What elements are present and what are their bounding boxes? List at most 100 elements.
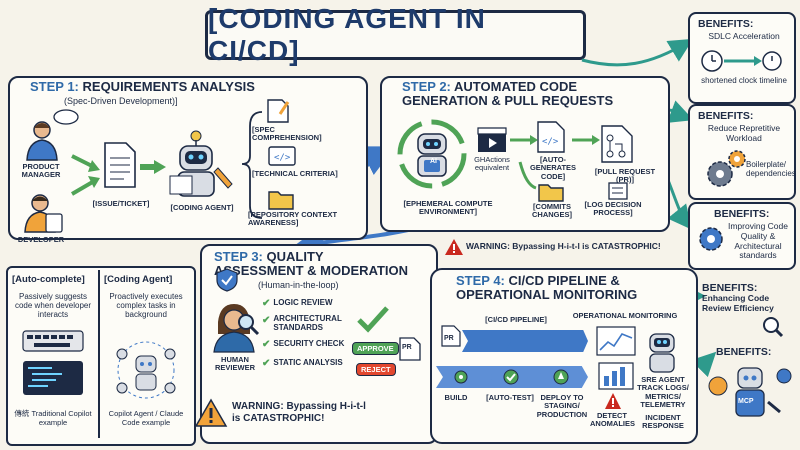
check-label: LOGIC REVIEW <box>273 298 333 307</box>
log-decision-label: [LOG DECISION PROCESS] <box>584 200 642 218</box>
svg-text:</>: </> <box>274 153 291 163</box>
check-list: ✔ LOGIC REVIEW ✔ ARCHITECTURAL STANDARDS… <box>262 298 362 369</box>
step3-subtitle: (Human-in-the-loop) <box>258 280 339 290</box>
gh-actions-label: GHActions equivalent <box>474 155 510 173</box>
ephemeral-compute-icon <box>397 119 467 189</box>
big-warning-icon <box>194 398 228 427</box>
issue-to-agent-arrow <box>140 160 166 174</box>
step3-number: STEP 3: <box>214 249 263 264</box>
svg-text:PR: PR <box>444 335 454 342</box>
coding-agent-compare-footer: Copilot Agent / Claude Code example <box>108 409 184 427</box>
check-item: ✔ LOGIC REVIEW <box>262 298 362 309</box>
step1-subtitle: (Spec-Driven Development)] <box>64 96 178 106</box>
warning-top-text: WARNING: Bypassing H-i-t-l is CATASTROPH… <box>466 241 661 251</box>
product-manager-label: PRODUCT MANAGER <box>21 162 61 180</box>
spec-comprehension-label: [SPEC COMPREHENSION] <box>252 125 322 143</box>
repository-folder-icon <box>268 191 294 210</box>
check-label: ARCHITECTURAL STANDARDS <box>273 314 342 332</box>
benefit-card-quality: BENEFITS: Improving Code Quality & Archi… <box>688 202 796 270</box>
checkmark-icon: ✔ <box>262 315 271 326</box>
svg-text:</>: </> <box>542 137 559 147</box>
warning-prefix: WARNING: Bypassing H-i-t-l <box>232 401 366 412</box>
build-gear-icon <box>454 370 468 384</box>
pull-request-document-icon <box>601 125 633 163</box>
code-screen-icon: </> <box>268 146 296 166</box>
deploy-label: DEPLOY TO STAGING/ PRODUCTION <box>536 393 588 419</box>
ai-badge: AI <box>430 158 437 165</box>
code-editor-icon <box>23 361 83 395</box>
developer-icon <box>24 194 63 233</box>
benefit-title: BENEFITS: <box>698 18 754 30</box>
pipeline-chevron <box>505 330 555 352</box>
commits-changes-label: [COMMITS CHANGES] <box>531 202 572 220</box>
quality-gear-icon <box>699 227 723 251</box>
gh-actions-clapper-icon <box>477 127 507 152</box>
coding-agent-compare-text: Proactively executes complex tasks in ba… <box>109 292 183 320</box>
bracket-connector <box>241 111 263 219</box>
detect-anomalies-label: DETECT ANOMALIES <box>590 411 635 429</box>
monitoring-chart-icon <box>596 326 636 356</box>
step4-number: STEP 4: <box>456 273 505 288</box>
sre-robot-icon <box>649 333 675 373</box>
autotest-check-icon <box>503 369 519 385</box>
technical-criteria-label: [TECHNICAL CRITERIA] <box>252 169 338 178</box>
benefit-text: Reduce Repretitive Workload <box>707 123 781 143</box>
cicd-pipeline-label: [CI/CD PIPELINE] <box>485 315 547 324</box>
ephemeral-compute-label: [EPHEMERAL COMPUTE ENVIRONMENT] <box>403 199 493 217</box>
benefit-title: BENEFITS: <box>698 110 754 122</box>
issue-ticket-label: [ISSUE/TICKET] <box>92 199 150 208</box>
benefit-note: Boilerplate/ dependencies <box>746 160 796 179</box>
checkmark-icon: ✔ <box>262 357 271 369</box>
benefit-text: Improving Code Quality & Architectural s… <box>727 221 788 261</box>
benefit-card-sdlc: BENEFITS: SDLC Acceleration shortened cl… <box>688 12 796 104</box>
benefit-card-workload: BENEFITS: Reduce Repretitive Workload Bo… <box>688 104 796 200</box>
gears-icon <box>707 150 746 187</box>
check-label: SECURITY CHECK <box>273 338 345 348</box>
big-check-icon <box>357 306 389 333</box>
clock-timeline-icon <box>701 50 782 72</box>
reject-badge: REJECT <box>356 363 396 376</box>
developer-label: DEVELOPER <box>17 235 65 244</box>
pr-doc-label: PR <box>402 344 412 351</box>
step1-number: STEP 1: <box>30 79 79 94</box>
spec-document-icon <box>267 99 290 123</box>
human-reviewer-label: HUMAN REVIEWER <box>214 355 255 373</box>
operational-monitoring-label: OPERATIONAL MONITORING <box>572 311 678 320</box>
autocomplete-text: Passively suggests code when developer i… <box>14 292 92 320</box>
check-label: STATIC ANALYSIS <box>273 357 343 367</box>
benefit-title: BENEFITS: <box>714 208 770 220</box>
benefit-text: SDLC Acceleration <box>708 31 780 41</box>
check-item: ✔ SECURITY CHECK <box>262 339 362 350</box>
comparison-divider <box>98 270 100 438</box>
auto-code-document-icon: </> <box>537 121 565 153</box>
sre-agent-label: SRE AGENT TRACK LOGS/ METRICS/ TELEMETRY <box>637 375 689 409</box>
coding-agent-compare-title: [Coding Agent] <box>104 274 173 285</box>
pipeline-chevron <box>548 330 588 352</box>
autotest-label: [AUTO-TEST] <box>486 393 534 402</box>
coding-agent-robot-icon <box>169 130 233 197</box>
step1-title: REQUIREMENTS ANALYSIS <box>82 79 255 94</box>
benefit-card-review: BENEFITS: Enhancing Code Review Efficien… <box>702 282 794 338</box>
comparison-panel <box>6 266 196 446</box>
input-arrows <box>70 154 100 196</box>
checkmark-icon: ✔ <box>262 298 271 309</box>
check-item: ✔ ARCHITECTURAL STANDARDS <box>262 314 362 333</box>
approve-badge: APPROVE <box>352 342 399 355</box>
pipeline-pr-icon: PR <box>441 325 461 347</box>
human-reviewer-icon <box>213 304 260 353</box>
benefit-note: shortened clock timeline <box>701 76 787 85</box>
step2-internal-arrows <box>510 135 600 190</box>
step3-heading: STEP 3: QUALITY ASSESSMENT & MODERATION <box>214 249 414 279</box>
pull-request-label: [PULL REQUEST (PR)] <box>594 167 656 185</box>
step2-number: STEP 2: <box>402 79 451 94</box>
auto-generates-code-label: [AUTO-GENERATES CODE] <box>529 155 577 181</box>
issue-ticket-icon <box>104 142 136 188</box>
thought-bubble-icon <box>53 109 79 125</box>
build-label: BUILD <box>444 393 468 402</box>
metrics-chart-icon <box>598 362 634 390</box>
log-decision-icon <box>608 182 628 200</box>
pipeline-chevron <box>462 330 512 352</box>
step2-heading: STEP 2: AUTOMATED CODE GENERATION & PULL… <box>402 79 652 109</box>
incident-response-label: INCIDENT RESPONSE <box>642 413 684 431</box>
